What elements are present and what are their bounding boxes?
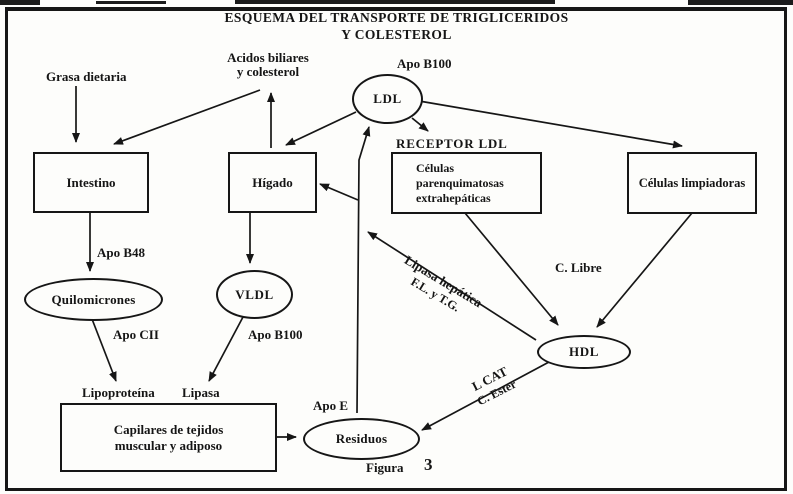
- label-acidos-biliares: Acidos biliares y colesterol: [220, 50, 316, 80]
- scan-artifact: [0, 0, 40, 5]
- node-hdl: HDL: [537, 335, 631, 369]
- node-celulas-parenquimatosas: Células parenquimatosas extrahepáticas: [391, 152, 542, 214]
- label-lipasa: Lipasa: [182, 385, 220, 400]
- node-higado-label: Hígado: [252, 174, 293, 190]
- node-hdl-label: HDL: [569, 344, 599, 359]
- node-higado: Hígado: [228, 152, 317, 213]
- parenquimatosas-line2: parenquimatosas: [416, 175, 504, 190]
- label-apo-b48: Apo B48: [97, 245, 146, 260]
- node-vldl-label: VLDL: [235, 286, 274, 302]
- label-apo-e: Apo E: [313, 398, 349, 413]
- node-celulas-parenquimatosas-text: Células parenquimatosas extrahepáticas: [416, 161, 504, 206]
- label-figura: Figura: [366, 460, 404, 475]
- label-acidos-line1: Acidos biliares: [227, 50, 309, 65]
- node-vldl: VLDL: [216, 270, 293, 319]
- node-residuos-label: Residuos: [335, 431, 388, 446]
- node-intestino-label: Intestino: [66, 174, 116, 190]
- label-acidos-line2: y colesterol: [236, 64, 300, 80]
- label-apo-cii: Apo CII: [113, 327, 159, 342]
- node-capilares: Capilares de tejidos muscular y adiposo: [60, 403, 277, 472]
- node-ldl-label: LDL: [373, 91, 402, 106]
- label-figura-numero: 3: [424, 455, 433, 474]
- label-lipoproteina: Lipoproteína: [82, 385, 155, 400]
- scan-artifact: [235, 0, 555, 4]
- node-celulas-limpiadoras-label: Células limpiadoras: [638, 175, 746, 190]
- label-c-libre: C. Libre: [555, 260, 602, 275]
- scan-artifact: [688, 0, 793, 5]
- label-apo-b100-top: Apo B100: [397, 56, 452, 71]
- label-grasa-dietaria: Grasa dietaria: [46, 69, 127, 84]
- label-receptor-ldl: RECEPTOR LDL: [396, 136, 508, 151]
- diagram-title: ESQUEMA DEL TRANSPORTE DE TRIGLICERIDOS …: [0, 10, 793, 43]
- capilares-line1: Capilares de tejidos: [113, 421, 224, 437]
- node-quilomicrones-label: Quilomicrones: [51, 291, 136, 307]
- scan-artifact: [96, 1, 166, 4]
- node-quilomicrones: Quilomicrones: [24, 278, 163, 321]
- diagram-title-line2: Y COLESTEROL: [341, 27, 452, 42]
- node-intestino: Intestino: [33, 152, 149, 213]
- capilares-line2: muscular y adiposo: [114, 437, 223, 453]
- node-residuos: Residuos: [303, 418, 420, 460]
- node-capilares-text: Capilares de tejidos muscular y adiposo: [114, 422, 224, 454]
- parenquimatosas-line3: extrahepáticas: [416, 190, 491, 205]
- diagram-border: [5, 7, 787, 491]
- parenquimatosas-line1: Células: [416, 160, 455, 175]
- label-apo-b100-mid: Apo B100: [248, 327, 303, 342]
- node-ldl: LDL: [352, 74, 423, 124]
- node-celulas-limpiadoras: Células limpiadoras: [627, 152, 757, 214]
- diagram-title-line1: ESQUEMA DEL TRANSPORTE DE TRIGLICERIDOS: [224, 10, 569, 25]
